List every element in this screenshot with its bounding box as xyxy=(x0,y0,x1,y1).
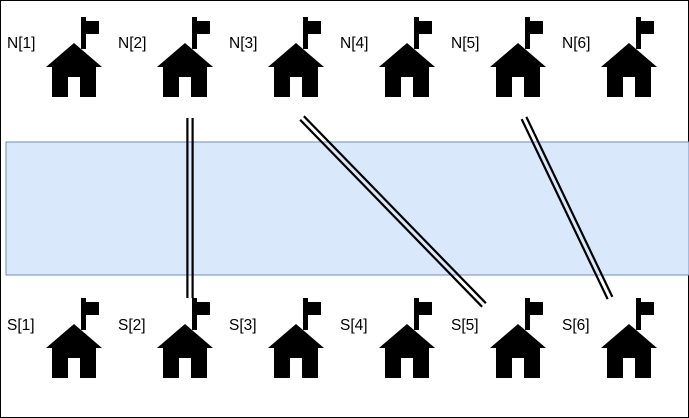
south-house-4-icon xyxy=(379,298,435,378)
north-house-3-label: N[3] xyxy=(229,35,257,52)
south-house-3-label: S[3] xyxy=(229,317,257,334)
north-house-4-label: N[4] xyxy=(340,35,368,52)
bridge-2-rail-1 xyxy=(303,115,487,304)
north-house-6-label: N[6] xyxy=(562,35,590,52)
south-house-5-label: S[5] xyxy=(451,317,479,334)
north-house-1-icon xyxy=(46,17,102,97)
south-house-1-icon xyxy=(46,298,102,378)
south-house-3-icon xyxy=(268,298,324,378)
north-house-3-icon xyxy=(268,17,324,97)
river-band xyxy=(5,141,689,276)
south-house-6-icon xyxy=(601,298,657,378)
north-house-5-icon xyxy=(490,17,546,97)
bridge-3-rail-2 xyxy=(520,118,609,300)
south-houses-row: S[1] S[2] S[3] S[4] S[5] S[6] xyxy=(7,298,657,378)
bridges-group xyxy=(186,115,614,308)
north-house-5-label: N[5] xyxy=(451,35,479,52)
bridge-2-rail-2 xyxy=(299,119,483,308)
north-houses-row: N[1] N[2] N[3] N[4] N[5] N[6] xyxy=(7,17,657,97)
south-house-2-icon xyxy=(157,298,213,378)
south-house-1-label: S[1] xyxy=(7,317,35,334)
north-house-6-icon xyxy=(601,17,657,97)
north-house-2-icon xyxy=(157,17,213,97)
south-house-6-label: S[6] xyxy=(562,317,590,334)
north-house-4-icon xyxy=(379,17,435,97)
south-house-2-label: S[2] xyxy=(118,317,146,334)
south-house-5-icon xyxy=(490,298,546,378)
north-house-2-label: N[2] xyxy=(118,35,146,52)
north-house-1-label: N[1] xyxy=(7,35,35,52)
bridge-3-rail-1 xyxy=(525,116,614,298)
south-house-4-label: S[4] xyxy=(340,317,368,334)
